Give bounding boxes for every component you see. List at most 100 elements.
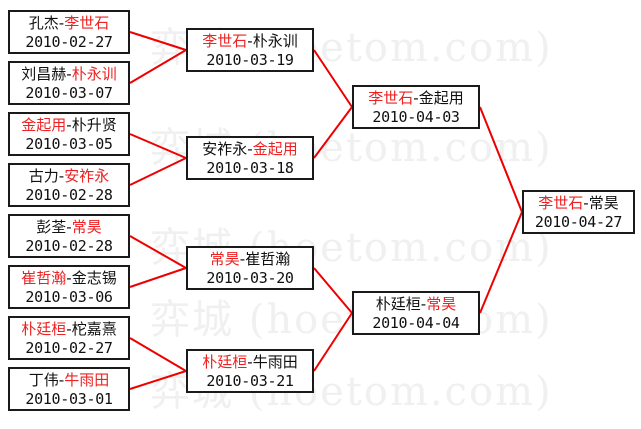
- player-separator: -: [66, 320, 72, 338]
- player-separator: -: [583, 194, 589, 212]
- match-players: 常昊-崔哲瀚: [188, 250, 312, 269]
- connector-line: [129, 133, 187, 159]
- player-right: 牛雨田: [64, 371, 110, 389]
- match-date: 2010-04-27: [534, 213, 623, 231]
- player-left: 金起用: [21, 116, 67, 134]
- player-separator: -: [247, 32, 253, 50]
- match-box-semifinal-2[interactable]: 朴廷桓-常昊 2010-04-04: [352, 291, 480, 335]
- connector-line: [129, 157, 187, 186]
- player-left: 古力: [28, 167, 59, 185]
- player-separator: -: [58, 371, 65, 389]
- match-date: 2010-02-27: [25, 339, 113, 357]
- match-players: 朴廷桓-牛雨田: [188, 353, 312, 372]
- match-box-r2-2[interactable]: 安祚永-金起用 2010-03-18: [186, 136, 314, 180]
- match-box-r1-4[interactable]: 古力-安祚永 2010-02-28: [8, 163, 130, 207]
- match-players: 刘昌赫-朴永训: [10, 65, 128, 84]
- player-left: 李世石: [368, 89, 414, 107]
- connector-line: [479, 211, 523, 314]
- player-left: 丁伟: [28, 371, 59, 389]
- player-separator: -: [66, 116, 72, 134]
- match-date: 2010-02-28: [25, 186, 113, 204]
- connector-line: [313, 106, 353, 159]
- match-date: 2010-03-01: [25, 390, 113, 408]
- match-box-r1-6[interactable]: 崔哲瀚-金志锡 2010-03-06: [8, 265, 130, 309]
- match-box-r1-1[interactable]: 孔杰-李世石 2010-02-27: [8, 10, 130, 54]
- match-date: 2010-03-20: [206, 269, 294, 287]
- match-box-semifinal-1[interactable]: 李世石-金起用 2010-04-03: [352, 85, 480, 129]
- match-box-r1-8[interactable]: 丁伟-牛雨田 2010-03-01: [8, 367, 130, 411]
- connector-line: [313, 49, 353, 108]
- connector-line: [129, 267, 187, 288]
- match-box-r2-1[interactable]: 李世石-朴永训 2010-03-19: [186, 28, 314, 72]
- player-left: 李世石: [202, 32, 248, 50]
- player-right: 安祚永: [64, 167, 110, 185]
- match-date: 2010-03-07: [25, 84, 113, 102]
- match-box-r1-3[interactable]: 金起用-朴升贤 2010-03-05: [8, 112, 130, 156]
- match-date: 2010-04-03: [372, 108, 460, 126]
- match-players: 李世石-朴永训: [188, 32, 312, 51]
- player-right: 常昊: [588, 194, 619, 212]
- player-left: 李世石: [538, 194, 584, 212]
- connector-line: [129, 235, 187, 269]
- player-right: 朴升贤: [71, 116, 117, 134]
- player-right: 柁嘉熹: [71, 320, 117, 338]
- player-right: 牛雨田: [252, 353, 298, 371]
- player-right: 李世石: [64, 14, 110, 32]
- player-right: 朴永训: [71, 65, 117, 83]
- match-players: 彭荃-常昊: [10, 218, 128, 237]
- match-date: 2010-03-18: [206, 159, 294, 177]
- match-date: 2010-03-05: [25, 135, 113, 153]
- player-left: 朴廷桓: [202, 353, 248, 371]
- match-box-r2-3[interactable]: 常昊-崔哲瀚 2010-03-20: [186, 246, 314, 290]
- connector-line: [313, 267, 353, 314]
- match-players: 崔哲瀚-金志锡: [10, 269, 128, 288]
- match-players: 安祚永-金起用: [188, 140, 312, 159]
- player-separator: -: [66, 269, 72, 287]
- player-separator: -: [413, 89, 419, 107]
- player-left: 彭荃: [36, 218, 67, 236]
- player-left: 朴廷桓: [21, 320, 67, 338]
- connector-line: [479, 106, 523, 213]
- connector-line: [129, 337, 187, 372]
- connector-line: [129, 370, 187, 390]
- match-date: 2010-04-04: [372, 314, 460, 332]
- match-date: 2010-03-19: [206, 51, 294, 69]
- match-box-r1-2[interactable]: 刘昌赫-朴永训 2010-03-07: [8, 61, 130, 105]
- match-date: 2010-02-28: [25, 237, 113, 255]
- player-separator: -: [247, 140, 253, 158]
- player-left: 安祚永: [202, 140, 248, 158]
- match-players: 丁伟-牛雨田: [10, 371, 128, 390]
- match-date: 2010-03-21: [206, 372, 294, 390]
- match-players: 李世石-常昊: [524, 194, 633, 213]
- player-right: 常昊: [426, 295, 457, 313]
- player-right: 金志锡: [71, 269, 117, 287]
- player-left: 朴廷桓: [375, 295, 421, 313]
- player-left: 常昊: [209, 250, 240, 268]
- match-players: 古力-安祚永: [10, 167, 128, 186]
- player-separator: -: [58, 167, 65, 185]
- player-right: 金起用: [252, 140, 298, 158]
- player-right: 崔哲瀚: [245, 250, 291, 268]
- player-separator: -: [66, 65, 72, 83]
- player-left: 刘昌赫: [21, 65, 67, 83]
- match-box-r1-5[interactable]: 彭荃-常昊 2010-02-28: [8, 214, 130, 258]
- player-separator: -: [58, 14, 65, 32]
- match-box-final[interactable]: 李世石-常昊 2010-04-27: [522, 190, 635, 234]
- player-left: 崔哲瀚: [21, 269, 67, 287]
- match-box-r2-4[interactable]: 朴廷桓-牛雨田 2010-03-21: [186, 349, 314, 393]
- match-box-r1-7[interactable]: 朴廷桓-柁嘉熹 2010-02-27: [8, 316, 130, 360]
- player-separator: -: [66, 218, 72, 236]
- match-date: 2010-02-27: [25, 33, 113, 51]
- player-separator: -: [239, 250, 246, 268]
- match-players: 李世石-金起用: [354, 89, 478, 108]
- match-players: 金起用-朴升贤: [10, 116, 128, 135]
- player-separator: -: [247, 353, 253, 371]
- connector-line: [129, 31, 187, 51]
- player-separator: -: [420, 295, 427, 313]
- player-right: 常昊: [71, 218, 102, 236]
- connector-line: [313, 312, 353, 372]
- connector-line: [129, 49, 187, 84]
- player-right: 朴永训: [252, 32, 298, 50]
- match-date: 2010-03-06: [25, 288, 113, 306]
